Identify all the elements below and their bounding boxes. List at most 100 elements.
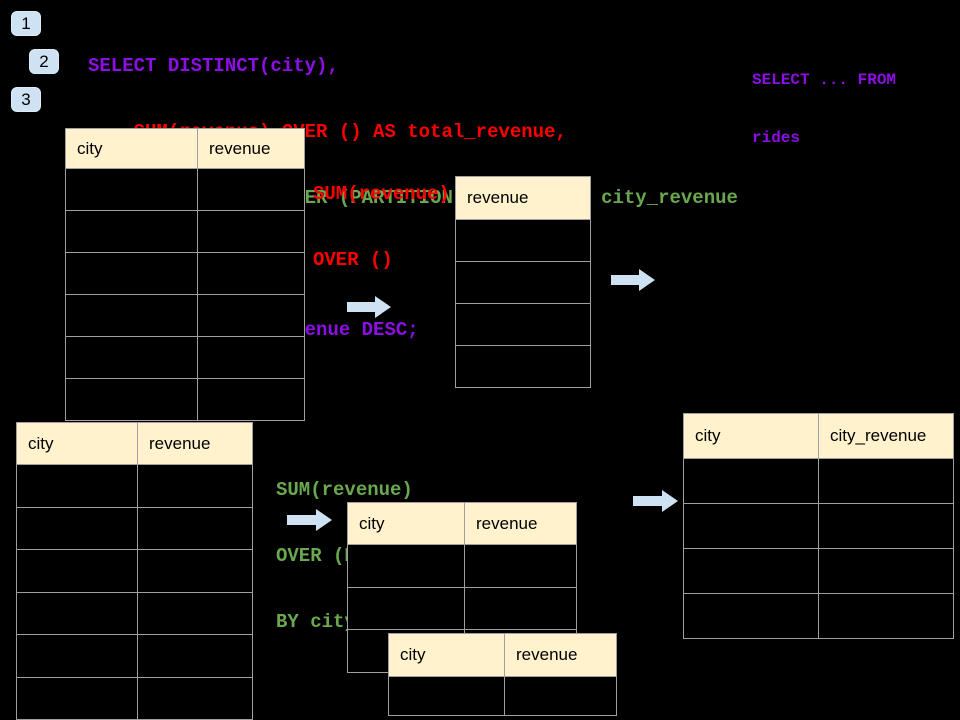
- table-header-row: city city_revenue: [684, 414, 953, 458]
- table-rides-source-top: city revenue: [65, 128, 305, 421]
- table-cell-empty: [17, 635, 137, 677]
- table-header-row: city revenue: [389, 634, 616, 676]
- table-body: [456, 219, 590, 387]
- table-cell-empty: [456, 304, 590, 345]
- table-row: [66, 378, 304, 420]
- table-cell-empty: [66, 211, 197, 252]
- table-cell-empty: [66, 295, 197, 336]
- table-cell-empty: [17, 593, 137, 635]
- annotation-over-total: SUM(revenue) OVER (): [313, 139, 450, 315]
- column-header-city: city: [400, 645, 426, 664]
- table-cell-empty: [17, 508, 137, 550]
- table-row: [17, 549, 252, 592]
- table-row: [684, 503, 953, 548]
- table-cell-empty: [348, 588, 464, 630]
- flow-arrow-total-out: [611, 269, 655, 291]
- table-cell-empty: [348, 545, 464, 587]
- right-arrow-icon: [347, 296, 391, 318]
- flow-arrow-source-to-total: [347, 296, 391, 318]
- table-cell-empty: [17, 678, 137, 720]
- table-cell-empty: [818, 459, 953, 503]
- column-header-revenue: revenue: [464, 503, 576, 544]
- sql-line-select: SELECT DISTINCT(city),: [88, 55, 339, 77]
- table-cell-empty: [137, 550, 252, 592]
- table-header-row: revenue: [456, 177, 590, 219]
- flow-arrow-to-city-revenue-result: [633, 490, 678, 512]
- table-row: [348, 586, 576, 630]
- table-row: [17, 591, 252, 635]
- table-body: [684, 458, 953, 638]
- table-cell-empty: [137, 592, 252, 634]
- column-header-city: city: [359, 513, 385, 533]
- table-row: [348, 544, 576, 587]
- table-cell-empty: [66, 253, 197, 294]
- table-cell-empty: [684, 504, 818, 548]
- flow-arrow-source-to-partition: [287, 509, 332, 531]
- table-cell-empty: [197, 169, 304, 210]
- table-row: [456, 345, 590, 387]
- column-header-city: city: [695, 426, 721, 445]
- table-cell-empty: [684, 594, 818, 638]
- table-cell-empty: [456, 346, 590, 387]
- table-row: [456, 303, 590, 345]
- table-total-revenue-result: revenue: [455, 176, 591, 388]
- table-rides-source-bottom: city revenue: [16, 422, 253, 720]
- side-note-select-from-rides: SELECT ... FROM rides: [752, 33, 896, 185]
- table-header-row: city revenue: [348, 503, 576, 544]
- column-header-revenue: revenue: [197, 129, 304, 168]
- table-cell-empty: [818, 549, 953, 593]
- table-body: [389, 676, 616, 715]
- table-cell-empty: [197, 253, 304, 294]
- table-row: [17, 634, 252, 677]
- table-cell-empty: [464, 587, 576, 629]
- right-arrow-icon: [287, 509, 332, 531]
- table-row: [66, 168, 304, 210]
- table-cell-empty: [137, 465, 252, 507]
- step-badge-3: 3: [11, 87, 41, 112]
- step-badge-2: 2: [29, 49, 59, 74]
- column-header-city: city: [28, 433, 54, 453]
- table-cell-empty: [17, 465, 137, 507]
- table-partition-overlay: city revenue: [388, 633, 617, 716]
- table-row: [684, 458, 953, 503]
- table-cell-empty: [137, 507, 252, 549]
- table-cell-empty: [66, 379, 197, 420]
- table-row: [17, 676, 252, 720]
- table-cell-empty: [137, 677, 252, 719]
- table-cell-empty: [197, 295, 304, 336]
- right-arrow-icon: [611, 269, 655, 291]
- table-row: [17, 506, 252, 550]
- table-cell-empty: [504, 677, 616, 715]
- table-row: [389, 676, 616, 715]
- table-cell-empty: [389, 677, 504, 715]
- table-body: [66, 168, 304, 420]
- table-row: [66, 294, 304, 336]
- table-cell-empty: [66, 337, 197, 378]
- table-row: [684, 593, 953, 638]
- annotation-over-total-line-2: OVER (): [313, 249, 393, 271]
- side-note-line-1: SELECT ... FROM: [752, 71, 897, 89]
- table-cell-empty: [197, 211, 304, 252]
- table-cell-empty: [137, 635, 252, 677]
- table-cell-empty: [17, 550, 137, 592]
- column-header-city: city: [77, 138, 103, 158]
- column-header-city-revenue: city_revenue: [818, 414, 953, 458]
- table-city-revenue-result: city city_revenue: [683, 413, 954, 639]
- table-cell-empty: [66, 169, 197, 210]
- table-row: [66, 210, 304, 252]
- table-cell-empty: [464, 545, 576, 587]
- table-cell-empty: [456, 262, 590, 303]
- right-arrow-icon: [633, 490, 678, 512]
- table-row: [17, 464, 252, 507]
- table-cell-empty: [197, 379, 304, 420]
- table-row: [66, 252, 304, 294]
- table-cell-empty: [818, 504, 953, 548]
- table-header-row: city revenue: [17, 423, 252, 464]
- table-row: [684, 548, 953, 593]
- step-badge-1: 1: [11, 11, 41, 36]
- table-body: [17, 464, 252, 719]
- table-row: [456, 261, 590, 303]
- table-cell-empty: [684, 459, 818, 503]
- table-cell-empty: [197, 337, 304, 378]
